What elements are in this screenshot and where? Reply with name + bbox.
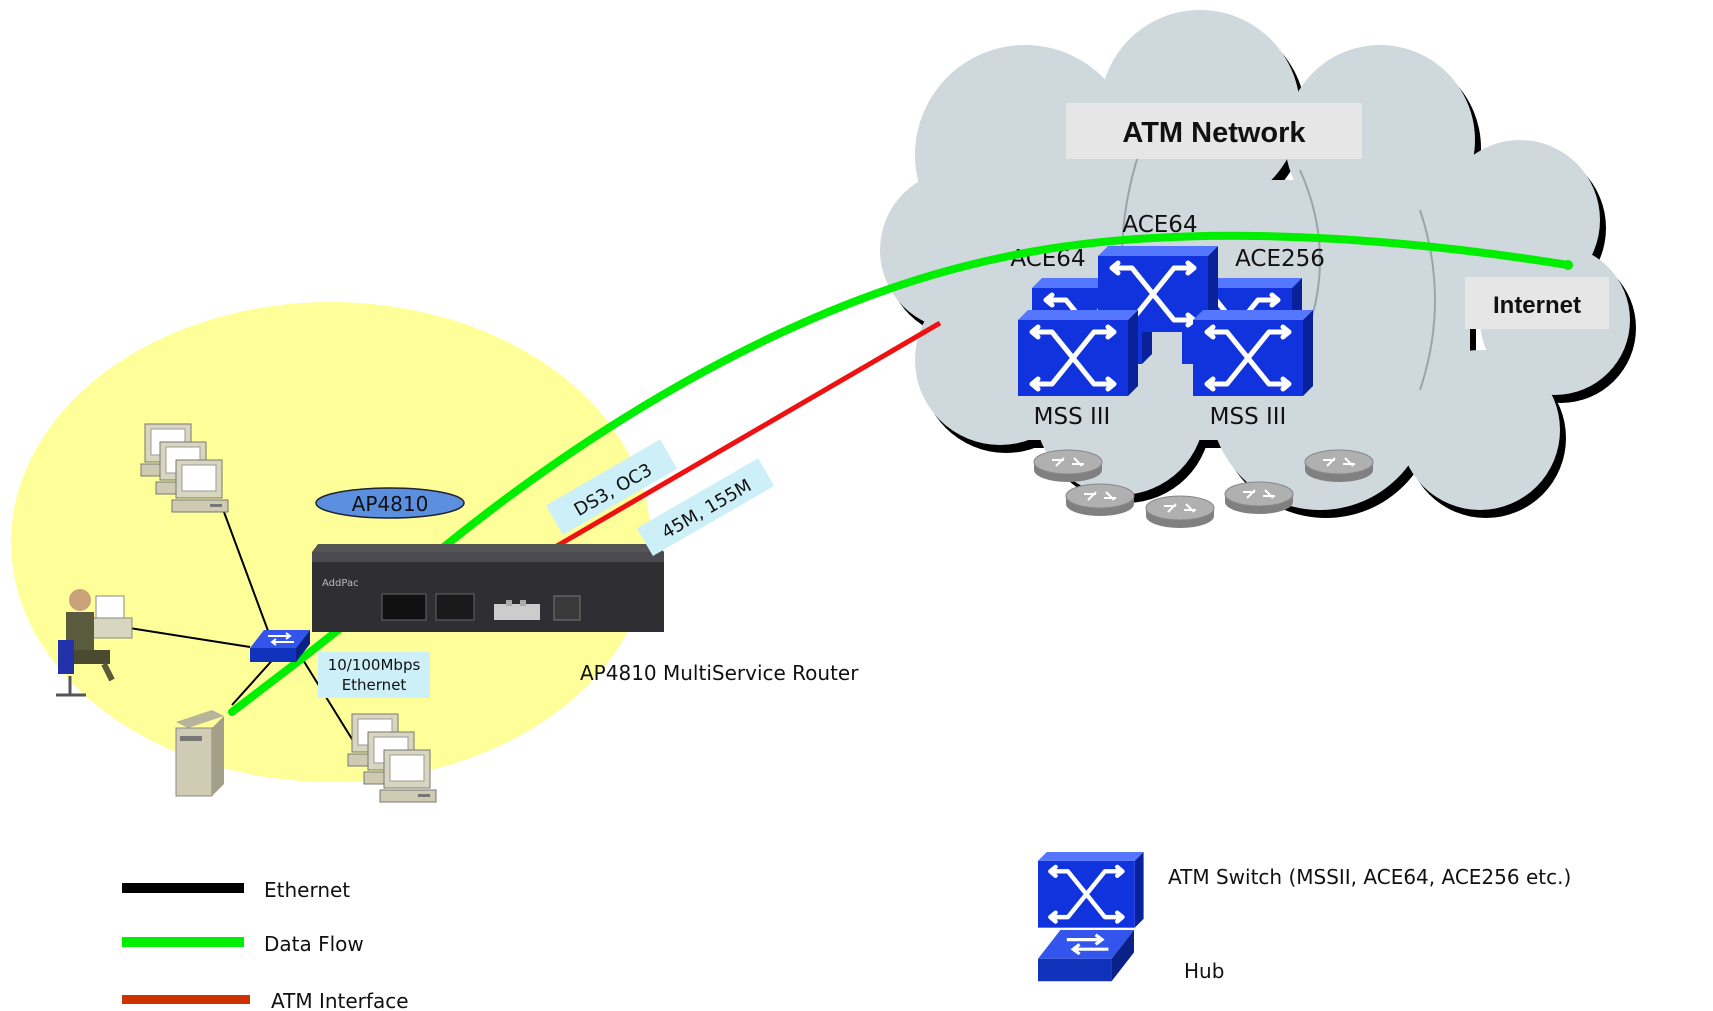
internet-box <box>1465 277 1609 329</box>
atm-interface-link <box>548 320 942 553</box>
router-caption: AP4810 MultiService Router <box>580 661 859 685</box>
legend-data-flow: Data Flow <box>264 932 364 956</box>
legend: Ethernet Data Flow ATM Interface ATM Swi… <box>122 852 1571 1011</box>
pc-icon <box>171 459 229 513</box>
router-tag-oval <box>315 487 465 519</box>
internet-label: Internet <box>1493 292 1581 319</box>
legend-swatch-ethernet <box>122 883 244 893</box>
core-router-icon <box>1224 481 1294 515</box>
ethernet-links <box>109 511 361 753</box>
core-router-icon <box>1304 449 1374 483</box>
atm-network-title: ATM Network <box>1122 117 1306 149</box>
data-flow-path <box>228 231 1572 716</box>
atm-switch-mss-right-icon <box>1193 310 1313 396</box>
switch-label-mss-right: MSS III <box>1210 404 1287 430</box>
legend-hub: Hub <box>1184 959 1224 983</box>
switch-label-mss-left: MSS III <box>1034 404 1111 430</box>
legend-ethernet: Ethernet <box>264 878 350 902</box>
ethernet-speed-line1: 10/100Mbps <box>328 656 421 674</box>
ap4810-router-device: AddPac <box>312 544 664 632</box>
pc-icon <box>379 749 437 803</box>
ethernet-speed-line2: Ethernet <box>342 676 407 694</box>
server-icon <box>175 710 224 797</box>
core-router-icon <box>1065 483 1135 517</box>
legend-hub-icon <box>1036 928 1136 983</box>
ethernet-speed-box <box>318 652 430 698</box>
switch-label-ace256: ACE256 <box>1235 246 1325 272</box>
lan-area <box>11 302 651 782</box>
legend-swatch-atm-interface <box>122 995 250 1004</box>
svg-text:AddPac: AddPac <box>322 578 359 589</box>
data-flow-end-dot <box>1563 260 1573 270</box>
core-router-icon <box>1145 495 1215 529</box>
atm-switch-mss-left-icon <box>1018 310 1138 396</box>
legend-atm-interface: ATM Interface <box>271 989 409 1011</box>
router-tag: AP4810 <box>352 492 429 516</box>
legend-atm-switch: ATM Switch (MSSII, ACE64, ACE256 etc.) <box>1168 865 1571 889</box>
atm-network-title-box <box>1066 103 1362 159</box>
user-at-workstation-icon <box>56 589 133 697</box>
legend-swatch-data-flow <box>122 937 244 947</box>
legend-atm-switch-icon <box>1038 852 1144 928</box>
core-router-icon <box>1033 449 1103 483</box>
